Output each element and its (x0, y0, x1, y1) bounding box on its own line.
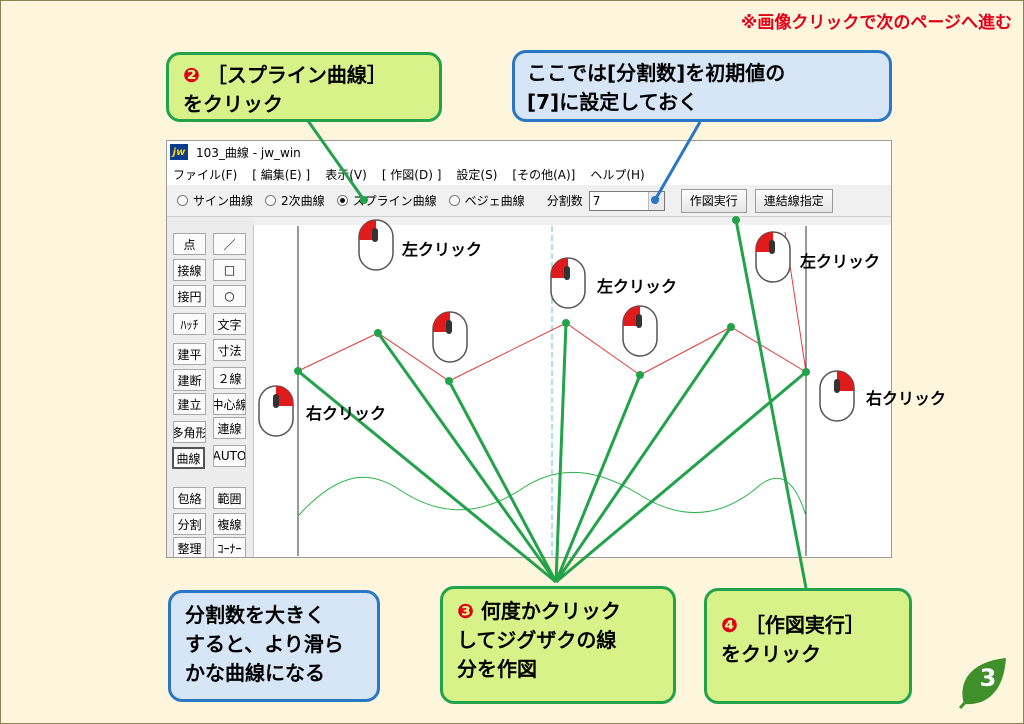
callout-step4-execute: ❹ ［作図実行］ をクリック (704, 588, 912, 704)
jw-win-window: jw 103_曲線 - jw_win ファイル(F) [ 編集(E) ] 表示(… (166, 140, 892, 558)
callout-text: かな曲線になる (185, 661, 325, 685)
left-click-label: 左クリック (402, 240, 483, 259)
left-click-label: 左クリック (800, 252, 881, 271)
jw-logo-icon: jw (170, 144, 188, 160)
callout-text: 何度かクリック (480, 599, 621, 623)
menu-settings[interactable]: 設定(S) (456, 167, 498, 182)
radio-sine-curve[interactable]: サイン曲線 (177, 192, 253, 209)
page-number: 3 (979, 664, 997, 692)
curve-toolbar: サイン曲線 2次曲線 スプライン曲線 ベジェ曲線 分割数 7 ▼ 作図実行 連結… (167, 185, 891, 217)
tool-rectangle[interactable]: □ (213, 259, 246, 281)
tool-dimension[interactable]: 寸法 (213, 339, 246, 361)
tool-corner[interactable]: ｺｰﾅｰ (213, 537, 246, 557)
tool-tangent-circle[interactable]: 接円 (173, 285, 206, 307)
callout-text: ここでは[分割数]を初期値の (527, 61, 786, 85)
radio-spline-curve[interactable]: スプライン曲線 (336, 192, 437, 209)
next-page-note[interactable]: ※画像クリックで次のページへ進む (740, 13, 1012, 33)
menu-help[interactable]: ヘルプ(H) (590, 167, 645, 182)
menu-draw[interactable]: [ 作図(D) ] (381, 167, 442, 182)
connect-line-button[interactable]: 連結線指定 (754, 188, 833, 213)
callout-step2-spline: ❷ ［スプライン曲線］ をクリック (166, 52, 442, 122)
callout-text: 分割数を大きく (185, 603, 325, 627)
step-number: ❸ (457, 599, 474, 623)
right-click-label: 右クリック (866, 389, 947, 408)
page-number-badge: 3 (954, 654, 1010, 710)
radio-dot-selected-icon (336, 195, 348, 206)
radio-dot-icon (265, 195, 277, 206)
menu-edit[interactable]: [ 編集(E) ] (252, 167, 311, 182)
step-number: ❷ (183, 63, 200, 87)
radio-dot-icon (448, 195, 460, 206)
radio-quadratic-curve[interactable]: 2次曲線 (265, 192, 325, 209)
tool-tangent[interactable]: 接線 (173, 259, 206, 281)
tool-hatch[interactable]: ﾊｯﾁ (173, 313, 206, 335)
tool-section[interactable]: 建断 (173, 369, 206, 391)
tool-envelope[interactable]: 包絡 (173, 487, 206, 509)
radio-label: スプライン曲線 (352, 194, 437, 208)
callout-text: 分を作図 (457, 657, 537, 681)
tool-line[interactable]: ／ (213, 233, 246, 255)
tool-palette: 点 接線 接円 ﾊｯﾁ 建平 建断 建立 多角形 曲線 包絡 分割 整理 ／ □… (167, 217, 253, 557)
callout-text: をクリック (183, 92, 283, 116)
radio-label: 2次曲線 (281, 194, 325, 208)
radio-dot-icon (177, 195, 188, 206)
division-count-label: 分割数 (546, 194, 583, 208)
left-click-label: 左クリック (597, 277, 678, 296)
tool-plan[interactable]: 建平 (173, 343, 206, 365)
menu-file[interactable]: ファイル(F) (173, 167, 238, 182)
tool-divide[interactable]: 分割 (173, 513, 206, 535)
tool-double-line[interactable]: ２線 (213, 367, 246, 389)
tool-elevation[interactable]: 建立 (173, 393, 206, 415)
tool-point[interactable]: 点 (173, 233, 206, 255)
callout-text: ［作図実行］ (744, 613, 865, 637)
tool-continuous-line[interactable]: 連線 (213, 417, 246, 439)
callout-smooth-curve: 分割数を大きく すると、より滑ら かな曲線になる (168, 590, 380, 702)
execute-draw-button[interactable]: 作図実行 (680, 188, 747, 213)
radio-label: ベジェ曲線 (464, 194, 525, 208)
callout-text: すると、より滑ら (185, 632, 344, 656)
callout-text: [7]に設定しておく (527, 90, 698, 114)
callout-text: をクリック (721, 642, 821, 666)
tool-center-line[interactable]: 中心線 (213, 393, 246, 415)
menu-view[interactable]: 表示(V) (325, 167, 367, 182)
tool-text[interactable]: 文字 (213, 313, 246, 335)
tool-curve[interactable]: 曲線 (172, 447, 205, 469)
tool-polygon[interactable]: 多角形 (173, 421, 206, 443)
tool-copy-line[interactable]: 複線 (213, 513, 246, 535)
chevron-down-icon[interactable]: ▼ (647, 191, 664, 210)
drawing-canvas[interactable] (253, 225, 891, 557)
tool-arrange[interactable]: 整理 (173, 537, 206, 557)
right-click-label: 右クリック (306, 404, 387, 423)
tool-auto[interactable]: AUTO (213, 445, 246, 467)
callout-step3-zigzag: ❸ 何度かクリック してジグザクの線 分を作図 (440, 586, 676, 704)
radio-label: サイン曲線 (193, 194, 254, 208)
leaf-icon (958, 658, 1006, 710)
callout-text: してジグザクの線 (457, 628, 617, 652)
window-title: 103_曲線 - jw_win (196, 145, 301, 160)
tool-circle[interactable]: ○ (213, 285, 246, 307)
callout-division-count: ここでは[分割数]を初期値の [7]に設定しておく (512, 50, 892, 122)
division-count-select[interactable]: 7 ▼ (588, 190, 665, 211)
radio-bezier-curve[interactable]: ベジェ曲線 (448, 192, 525, 209)
title-bar: jw 103_曲線 - jw_win (167, 141, 891, 163)
callout-text: ［スプライン曲線］ (206, 63, 387, 87)
tool-range[interactable]: 範囲 (213, 487, 246, 509)
menu-other[interactable]: [その他(A)] (512, 167, 576, 182)
menu-bar: ファイル(F) [ 編集(E) ] 表示(V) [ 作図(D) ] 設定(S) … (167, 163, 891, 185)
step-number: ❹ (721, 613, 738, 637)
division-count-value: 7 (592, 193, 601, 208)
